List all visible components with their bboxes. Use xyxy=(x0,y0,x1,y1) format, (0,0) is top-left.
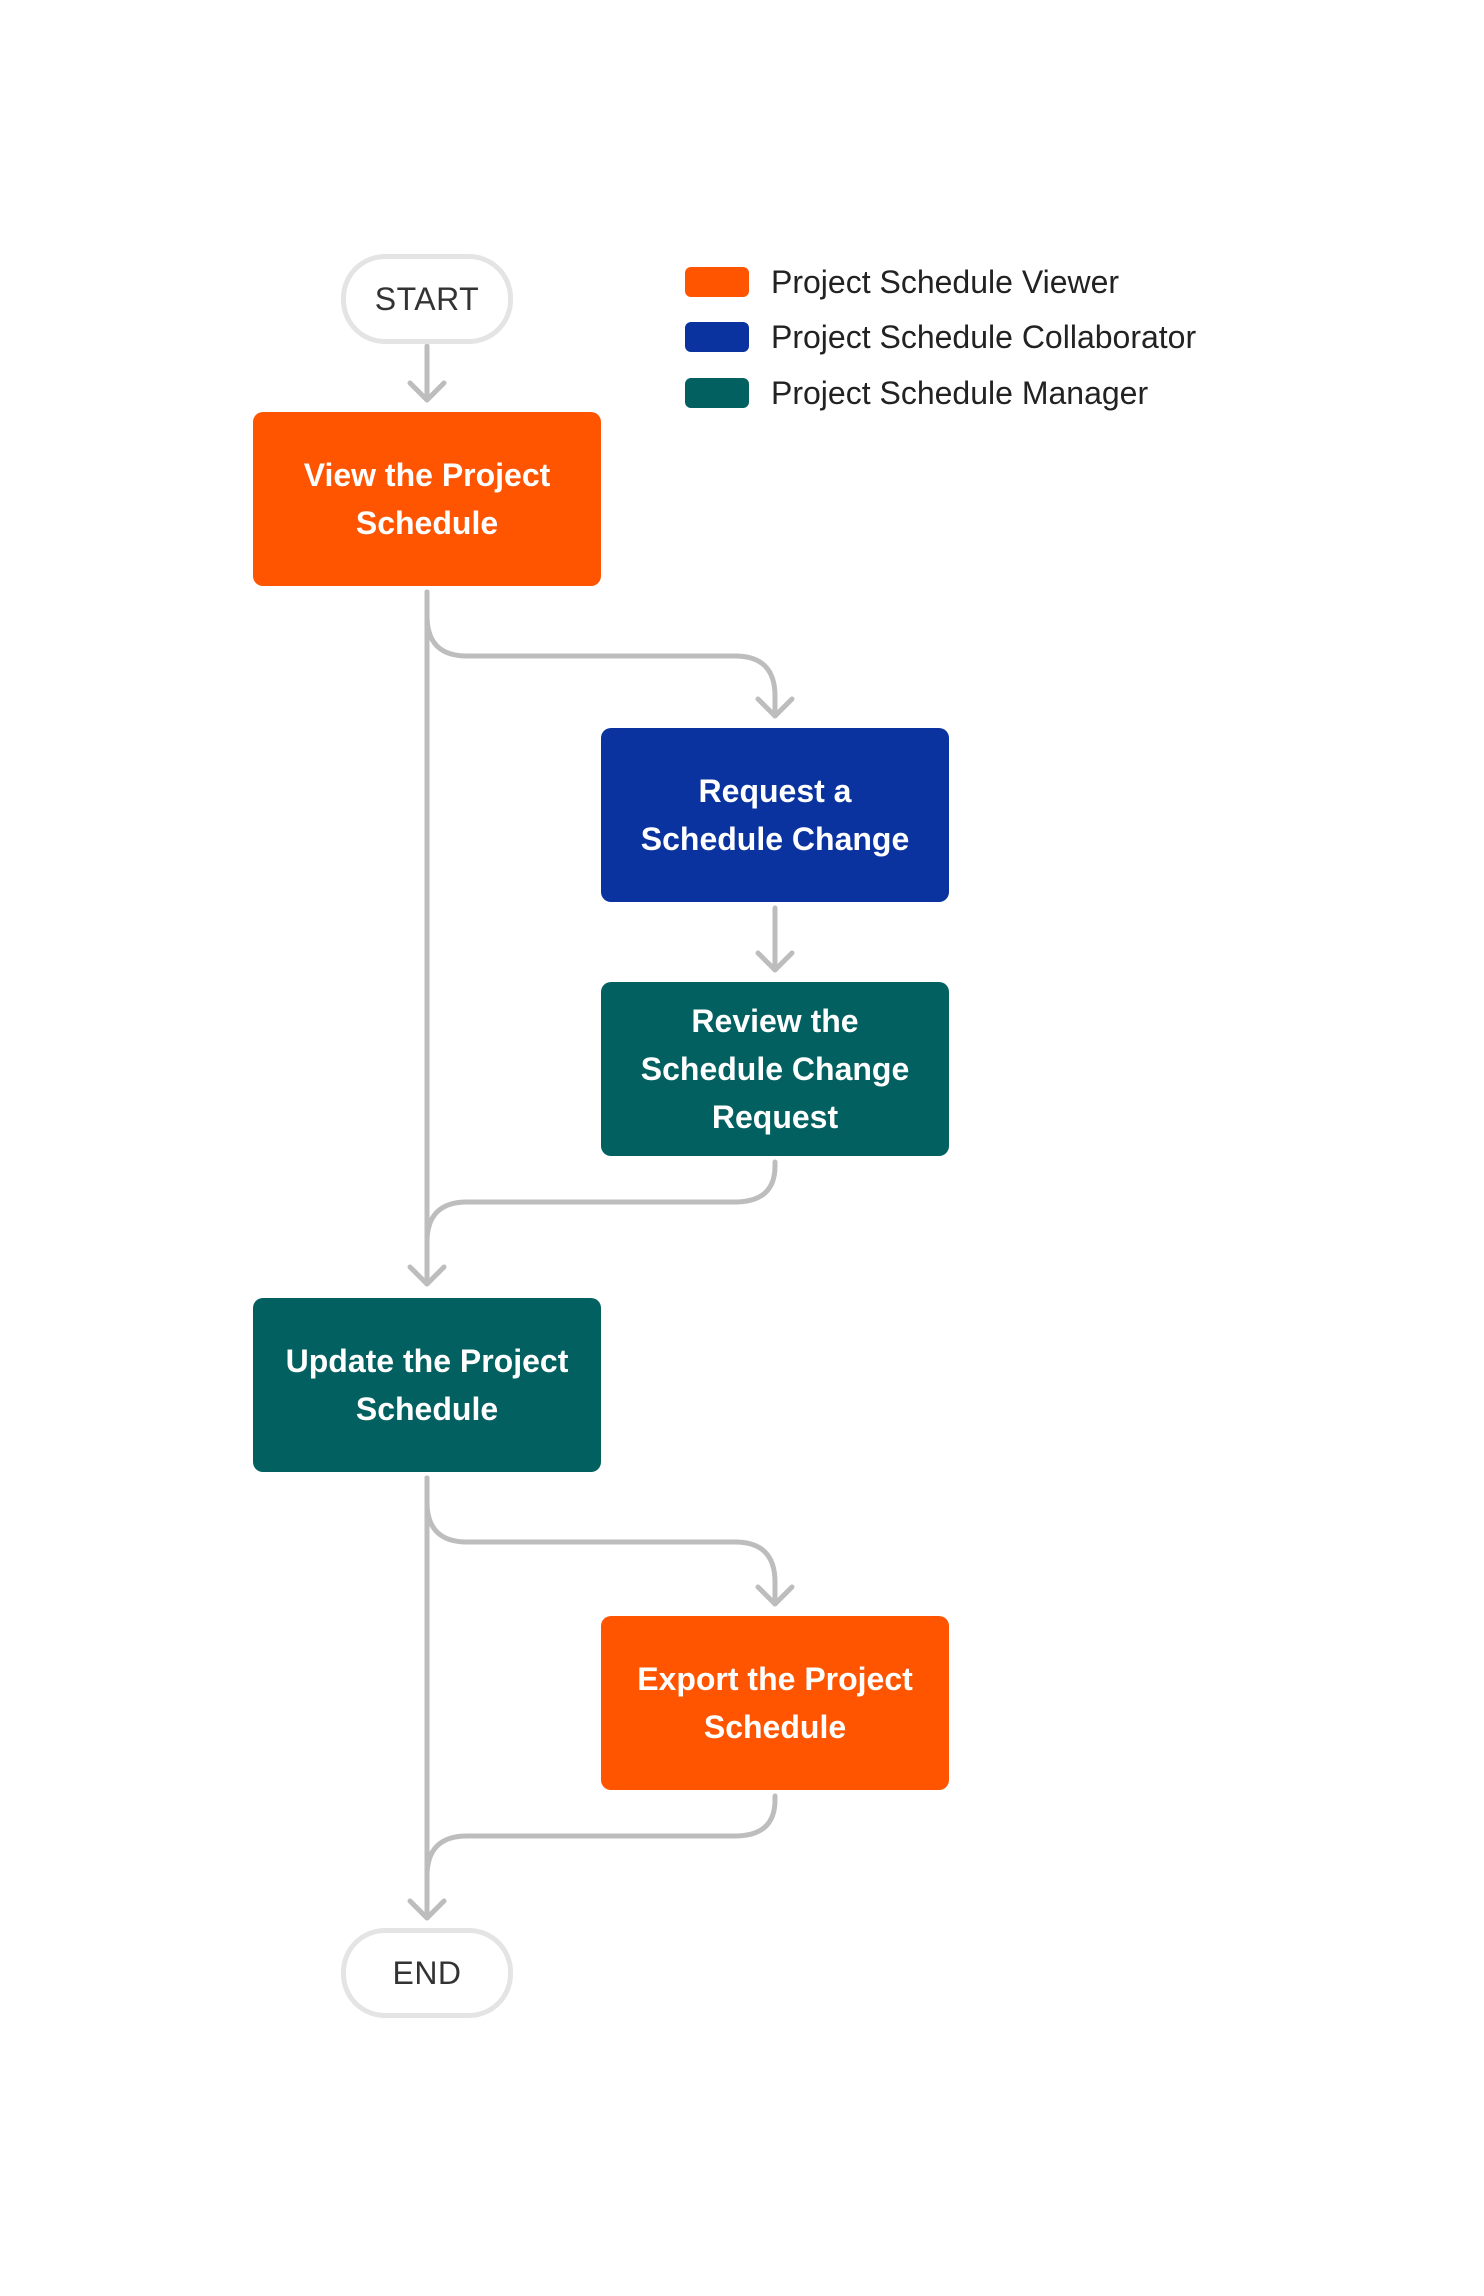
step-request-label: Request a Schedule Change xyxy=(640,773,910,857)
step-update-label: Update the Project Schedule xyxy=(285,1343,569,1427)
legend-item-collaborator: Project Schedule Collaborator xyxy=(685,317,1196,357)
step-export-label: Export the Project Schedule xyxy=(637,1661,913,1745)
arrowhead-export xyxy=(755,1584,795,1607)
end-terminal: END xyxy=(341,1928,513,2018)
connector-update-to-export xyxy=(424,1475,778,1607)
step-review-request: Review the Schedule Change Request xyxy=(601,982,949,1156)
legend-swatch-collaborator xyxy=(685,322,749,352)
start-label: START xyxy=(374,280,480,317)
step-view-label: View the Project Schedule xyxy=(303,457,551,541)
step-review-label: Review the Schedule Change Request xyxy=(640,1003,910,1135)
arrowhead-review xyxy=(755,950,795,973)
legend-item-viewer: Project Schedule Viewer xyxy=(685,262,1119,302)
legend-swatch-manager xyxy=(685,378,749,408)
connector-export-to-end xyxy=(424,1793,778,1879)
start-terminal: START xyxy=(341,254,513,344)
step-update-schedule: Update the Project Schedule xyxy=(253,1298,601,1472)
legend-swatch-viewer xyxy=(685,267,749,297)
connector-view-to-request xyxy=(424,589,778,719)
step-request-change: Request a Schedule Change xyxy=(601,728,949,902)
legend-label-collaborator: Project Schedule Collaborator xyxy=(771,318,1197,355)
connector-review-to-update xyxy=(424,1159,778,1245)
arrowhead-end xyxy=(407,1898,447,1921)
arrowhead-update xyxy=(407,1264,447,1287)
end-label: END xyxy=(392,1954,462,1991)
step-view-schedule: View the Project Schedule xyxy=(253,412,601,586)
legend-item-manager: Project Schedule Manager xyxy=(685,373,1148,413)
legend-label-viewer: Project Schedule Viewer xyxy=(771,263,1120,300)
step-export-schedule: Export the Project Schedule xyxy=(601,1616,949,1790)
arrowhead-view xyxy=(407,380,447,403)
legend-label-manager: Project Schedule Manager xyxy=(771,374,1149,411)
arrowhead-request xyxy=(755,696,795,719)
